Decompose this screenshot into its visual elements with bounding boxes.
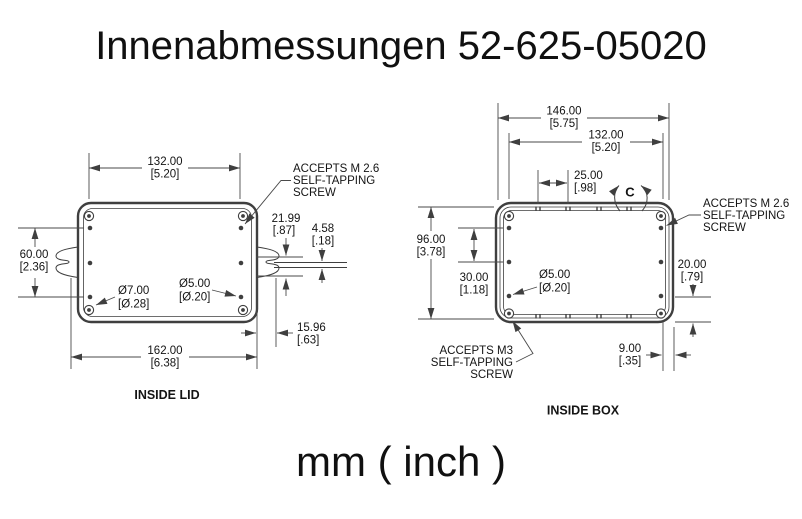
box-dim-width-holes: 132.00 [5.20] <box>508 130 664 199</box>
lid-label-hole-corner: Ø7.00 [Ø.28] <box>95 285 149 311</box>
svg-text:[5.20]: [5.20] <box>592 142 621 154</box>
svg-text:4.58: 4.58 <box>312 223 334 235</box>
svg-text:15.96: 15.96 <box>297 322 326 334</box>
svg-text:[Ø.20]: [Ø.20] <box>539 283 570 295</box>
svg-text:25.00: 25.00 <box>574 170 603 182</box>
inside-lid-drawing: 132.00 [5.20] 162.00 [6.38] 60.00 [2.36]… <box>18 153 379 402</box>
units-note: mm ( inch ) <box>296 438 506 485</box>
lid-outline-inner <box>83 208 252 317</box>
box-outline-inner <box>503 210 666 315</box>
svg-text:[5.75]: [5.75] <box>550 118 579 130</box>
svg-text:[.63]: [.63] <box>297 335 319 347</box>
svg-text:[.98]: [.98] <box>574 183 596 195</box>
svg-text:ACCEPTS M 2.6: ACCEPTS M 2.6 <box>293 163 379 175</box>
svg-text:Ø5.00: Ø5.00 <box>179 278 210 290</box>
box-outline-mid <box>499 206 670 319</box>
svg-text:132.00: 132.00 <box>147 156 182 168</box>
svg-text:[Ø.20]: [Ø.20] <box>179 292 210 304</box>
svg-text:[.35]: [.35] <box>619 356 641 368</box>
svg-text:[.79]: [.79] <box>681 272 703 284</box>
lid-dim-tab-depth: 15.96 [.63] <box>241 278 326 347</box>
box-dim-hole-pitch-top: 25.00 [.98] <box>537 170 603 204</box>
lid-right-tab <box>256 246 280 278</box>
svg-text:96.00: 96.00 <box>417 234 446 246</box>
lid-dim-width-inner: 132.00 [5.20] <box>88 153 241 199</box>
svg-text:162.00: 162.00 <box>147 345 182 357</box>
lid-dim-height-holes: 60.00 [2.36] <box>18 227 84 298</box>
page-title: Innenabmessungen 52-625-05020 <box>95 24 707 68</box>
svg-text:ACCEPTS M 2.6: ACCEPTS M 2.6 <box>703 198 789 210</box>
box-holes <box>503 210 667 319</box>
svg-text:Ø5.00: Ø5.00 <box>539 269 570 281</box>
svg-text:146.00: 146.00 <box>546 106 581 118</box>
svg-text:SCREW: SCREW <box>293 187 336 199</box>
svg-text:SELF-TAPPING: SELF-TAPPING <box>703 210 785 222</box>
svg-text:SELF-TAPPING: SELF-TAPPING <box>293 175 375 187</box>
box-dim-hole-bottom: 20.00 [.79] <box>675 259 711 337</box>
svg-text:[Ø.28]: [Ø.28] <box>118 299 149 311</box>
svg-text:[.18]: [.18] <box>312 236 334 248</box>
inside-box-drawing: 146.00 [5.75] 132.00 [5.20] 25.00 [.98] … <box>417 103 789 418</box>
lid-left-tab <box>55 246 79 278</box>
lid-outline-outer <box>76 201 259 324</box>
svg-text:21.99: 21.99 <box>272 213 301 225</box>
lid-screw-note: ACCEPTS M 2.6 SELF-TAPPING SCREW <box>244 163 379 225</box>
box-body <box>494 201 675 324</box>
lid-label-hole-boss: Ø5.00 [Ø.20] <box>179 278 237 304</box>
lid-dim-width-outer: 162.00 [6.38] <box>70 278 258 370</box>
svg-text:60.00: 60.00 <box>20 249 49 261</box>
box-dim-edge-offset: 9.00 [.35] <box>619 322 691 371</box>
box-screw-note-m3: ACCEPTS M3 SELF-TAPPING SCREW <box>431 320 534 381</box>
box-dim-width-outer: 146.00 [5.75] <box>497 103 670 200</box>
svg-text:SELF-TAPPING: SELF-TAPPING <box>431 357 513 369</box>
svg-text:[5.20]: [5.20] <box>151 169 180 181</box>
svg-text:30.00: 30.00 <box>460 272 489 284</box>
lid-dim-tab-span: 21.99 [.87] <box>272 213 301 296</box>
box-dim-hole-pitch-side: 30.00 [1.18] <box>458 227 503 297</box>
box-outline-outer <box>494 201 675 324</box>
lid-holes <box>83 210 249 316</box>
svg-text:SCREW: SCREW <box>470 369 513 381</box>
svg-text:9.00: 9.00 <box>619 343 641 355</box>
box-view-label: INSIDE BOX <box>547 404 620 418</box>
svg-text:Ø7.00: Ø7.00 <box>118 285 149 297</box>
svg-text:SCREW: SCREW <box>703 222 746 234</box>
svg-text:[.87]: [.87] <box>273 225 295 237</box>
lid-view-label: INSIDE LID <box>134 388 199 402</box>
lid-tab-detail-lines <box>256 256 347 277</box>
svg-text:C: C <box>625 185 635 200</box>
box-rib-ticks <box>535 206 632 319</box>
box-label-hole-boss: Ø5.00 [Ø.20] <box>512 269 570 295</box>
box-dim-height-inner: 96.00 [3.78] <box>417 206 494 320</box>
svg-text:[1.18]: [1.18] <box>460 285 489 297</box>
box-section-marker: C <box>609 185 652 212</box>
box-screw-note-m26: ACCEPTS M 2.6 SELF-TAPPING SCREW <box>666 198 789 234</box>
lid-dim-slot: 4.58 [.18] <box>312 223 334 283</box>
svg-text:[6.38]: [6.38] <box>151 358 180 370</box>
svg-text:ACCEPTS M3: ACCEPTS M3 <box>440 345 514 357</box>
svg-text:[3.78]: [3.78] <box>417 247 446 259</box>
lid-body <box>55 201 280 324</box>
svg-text:20.00: 20.00 <box>678 259 707 271</box>
svg-text:[2.36]: [2.36] <box>20 262 49 274</box>
svg-text:132.00: 132.00 <box>588 130 623 142</box>
